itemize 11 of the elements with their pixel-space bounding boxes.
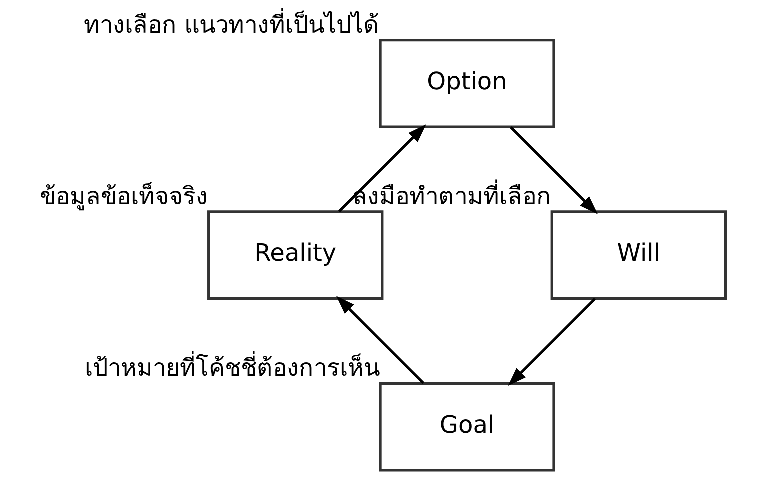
arrow [510,126,598,215]
node-box: Reality [207,210,384,300]
arrow [336,296,424,384]
arrow [338,124,426,213]
arrow [508,298,596,386]
node-label: ลงมือทำตามที่เลือก [352,182,552,210]
node-box: Will [550,210,726,300]
node-box: Goal [378,382,555,472]
node-label: ทางเลือก แนวทางที่เป็นไปได้ [83,10,379,39]
node-label: ข้อมูลข้อเท็จจริง [40,182,208,210]
node-box: Option [378,39,555,128]
